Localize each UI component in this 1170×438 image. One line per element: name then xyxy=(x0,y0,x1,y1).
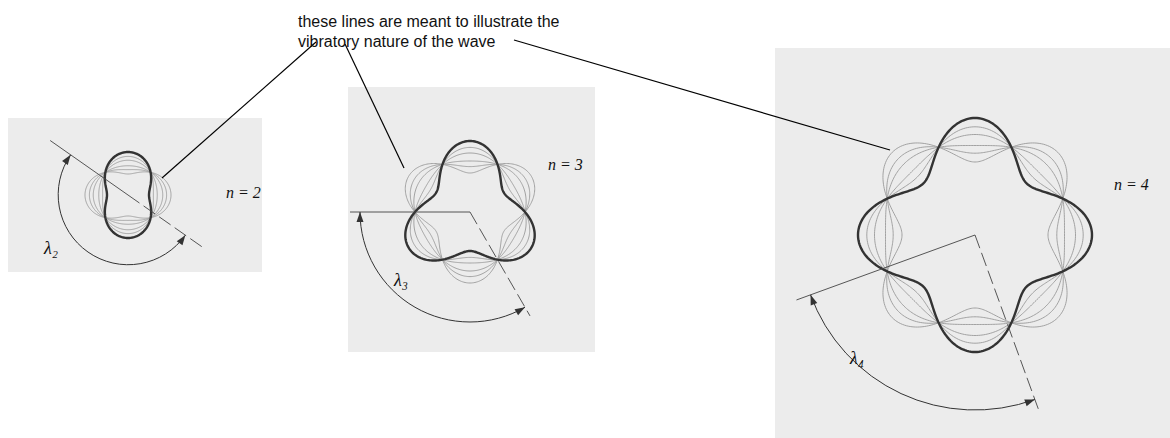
radius-line xyxy=(796,235,975,300)
leader-line xyxy=(514,40,890,150)
wave-outline xyxy=(405,141,534,261)
wavelength-arc xyxy=(58,155,185,265)
photo-panel xyxy=(775,48,1170,438)
arrow-head xyxy=(515,307,525,315)
radius-line xyxy=(470,212,530,316)
radius-line xyxy=(50,141,128,195)
arrow-head xyxy=(177,235,186,245)
callout-note: these lines are meant to illustrate the … xyxy=(298,12,608,52)
quantum-number: n = 4 xyxy=(1114,176,1149,194)
arrow-head xyxy=(62,155,71,165)
quantum-number: n = 3 xyxy=(548,156,583,174)
radius-line xyxy=(975,235,1040,414)
arrow-head xyxy=(357,212,364,222)
leader-line xyxy=(345,44,404,168)
radius-line xyxy=(350,212,470,213)
radius-line xyxy=(128,195,206,249)
photo-panel xyxy=(8,118,262,272)
wavelength-arcs xyxy=(50,141,1040,414)
vibration-line xyxy=(414,153,526,263)
quantum-number: n = 2 xyxy=(226,184,261,202)
vibration-line xyxy=(405,164,534,284)
standing-waves xyxy=(85,118,1092,352)
wavelength-label: λ₂ xyxy=(44,238,58,259)
vibration-line xyxy=(410,147,529,259)
wavelength-arc xyxy=(811,295,1035,410)
wavelength-arc xyxy=(360,212,525,322)
arrow-head xyxy=(1024,399,1035,406)
leader-line xyxy=(162,42,316,178)
photo-panel xyxy=(348,87,595,352)
wavelength-label: λ₃ xyxy=(394,270,408,291)
arrow-head xyxy=(811,295,818,306)
wavelength-label: λ₄ xyxy=(850,348,864,369)
